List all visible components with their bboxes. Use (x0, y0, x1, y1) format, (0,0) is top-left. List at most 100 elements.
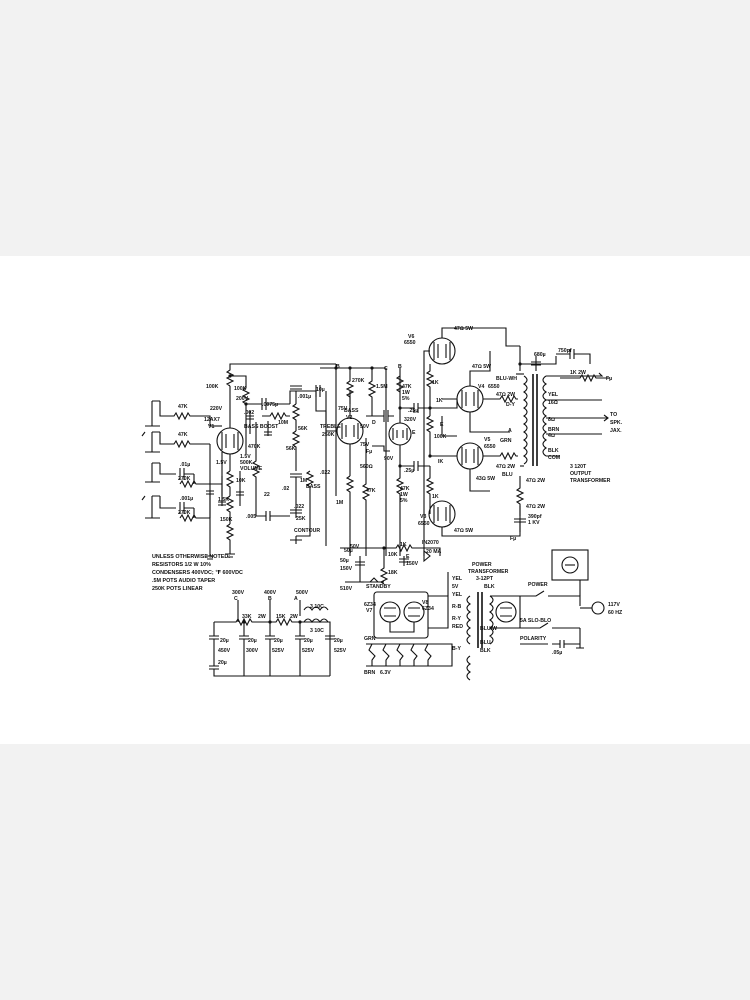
r-33k-label: 33K (242, 614, 252, 620)
bias-50v-label: 50V (350, 544, 360, 550)
r-47-2w-c: 47Ω 2W (526, 478, 545, 484)
polarity-label: POLARITY (520, 636, 547, 642)
wire-rb-label: R-B (452, 604, 461, 610)
v7-id-label: V7 (366, 608, 372, 614)
power-switch-label: POWER (528, 582, 548, 588)
spk-label-2: SPK. (610, 420, 623, 426)
r-1k-bias-label: 1K (400, 542, 407, 548)
v4-id-label: V4 (478, 384, 484, 390)
r-47k-drv2-label: 47K (400, 486, 410, 492)
r-v5-screen-label: 43Ω 5W (476, 476, 495, 482)
filter-rated-4: 525V (302, 648, 315, 654)
v1-tube (216, 386, 247, 471)
r-18k-label: 18K (388, 570, 398, 576)
filter-rated-3: 525V (272, 648, 285, 654)
diode-label: IN2070 (422, 540, 439, 546)
filter-node-b: B (268, 596, 272, 602)
wire-blk-pt-label: BLK (484, 584, 495, 590)
c-50u-b-label: E (406, 554, 410, 560)
driver-network (385, 368, 430, 556)
r-1k-d-label: 1K (432, 494, 439, 500)
wire-blk-pt2-label: BLK (480, 648, 491, 654)
c-150v-bias-label: 150V (340, 566, 353, 572)
r-1m-v2-label: 1M (336, 500, 343, 506)
wire-blu-pt-label: BLU (480, 640, 491, 646)
r-v6-screen-label: 47Ω 5W (454, 326, 473, 332)
output-bias-network (423, 364, 458, 556)
heater-voltage-label: 6.3V (380, 670, 391, 676)
wire-yel-ps-label: YEL (452, 576, 463, 582)
v5-tube (456, 442, 490, 492)
treble-label: TREBLE (320, 424, 341, 430)
c-001-label: .001µ (298, 394, 311, 400)
choke-1-label: 3 10C (310, 604, 324, 610)
pt-label-3: 3-12PT (476, 576, 494, 582)
r-5pct-drv-label: 5% (402, 396, 410, 402)
mains-voltage-label: 117V (608, 602, 620, 608)
amplifier-schematic: 47K 47K .01µ 270K .001µ 270K 12AX7 V1 10… (141, 326, 623, 681)
pot-10m-label: 10M (278, 420, 288, 426)
fb-label-v2: Fµ (366, 449, 372, 455)
filter-cap-6: 20µ (218, 660, 227, 666)
rectifier-tubes (373, 572, 449, 639)
pt-label-1: POWER (472, 562, 492, 568)
v7-type-label: 6Z34 (364, 602, 376, 608)
v2-75v-label: 75V (360, 442, 370, 448)
c-022-b-label: .022 (320, 470, 330, 476)
r-1-5m-label: 1.5M (376, 384, 388, 390)
v6-type-label: 6550 (404, 340, 416, 346)
input-resistor-network (166, 411, 223, 560)
v-320-label: 320V (404, 417, 417, 423)
note-line-3: CONDENSERS 400VDC; ℉ 600VDC (152, 569, 243, 576)
c-022-label: .022 (294, 504, 304, 510)
r-22-label: 22 (264, 492, 270, 498)
v2-tube (320, 367, 386, 496)
r-150k-label: 150K (220, 517, 233, 523)
c-002-label: .002 (244, 410, 254, 416)
r-100k-drv-label: 100K (434, 434, 447, 440)
bias-20ma-label: 20 MA (426, 549, 442, 555)
v3-id-label: V3 (420, 514, 426, 520)
fuse-label: 5A SLO-BLO (520, 618, 551, 624)
node-e2-label: E (412, 430, 416, 436)
mains-section (490, 549, 605, 649)
c-390pf-label: 390pf (528, 514, 542, 520)
r-input-4-label: 270K (178, 510, 191, 516)
heater-string (366, 643, 453, 667)
bottom-background-band (0, 744, 750, 1000)
c-10u-label: 10µ (316, 387, 325, 393)
ot-label-1: 3 120T (570, 464, 587, 470)
r-v3-screen-label: 47Ω 5W (454, 528, 473, 534)
bass-label: BASS (306, 484, 321, 490)
v5-id-label: V5 (484, 437, 490, 443)
r-1m-label: 1M (300, 478, 307, 484)
wire-by-label: B-Y (452, 646, 461, 652)
r-input-2-label: 47K (178, 432, 188, 438)
tap-4-label: 4Ω (548, 433, 555, 439)
choke-2-label: 3 10C (310, 628, 324, 634)
heater-brn-label: BRN (364, 670, 375, 676)
node-d-label: D (372, 420, 376, 426)
fb-out-label: Fµ (606, 376, 612, 382)
filter-node-a: A (294, 596, 298, 602)
v1-voltage-200: 200V (236, 396, 249, 402)
note-line-1: UNLESS OTHERWISE NOTED: (152, 554, 230, 560)
top-background-band (0, 0, 750, 256)
notes-block: UNLESS OTHERWISE NOTED: RESISTORS 1/2 W … (152, 554, 243, 592)
wire-5v-label: 5V (452, 584, 459, 590)
r-1k-c-label: IK (438, 459, 443, 465)
wire-bluw-label: BLU/W (480, 626, 497, 632)
note-line-2: RESISTORS 1/2 W 10% (152, 562, 211, 568)
heater-grn-label: GRN (364, 636, 376, 642)
wire-a-label: A (508, 428, 512, 434)
v8-type-label: 6Z34 (422, 606, 434, 612)
tone-stack (290, 385, 327, 546)
feedback-network (514, 349, 610, 532)
ot-label-2: OUTPUT (570, 471, 592, 477)
r-1k-a-label: 1K (432, 380, 439, 386)
r-47k-v2-label: 47K (366, 488, 376, 494)
pot-470k-label: 470K (248, 444, 261, 450)
bass-boost-label: BASS BOOST (244, 424, 279, 430)
c-750pf-label: 750pf (558, 348, 572, 354)
c-05-mains-label: .05µ (552, 650, 562, 656)
